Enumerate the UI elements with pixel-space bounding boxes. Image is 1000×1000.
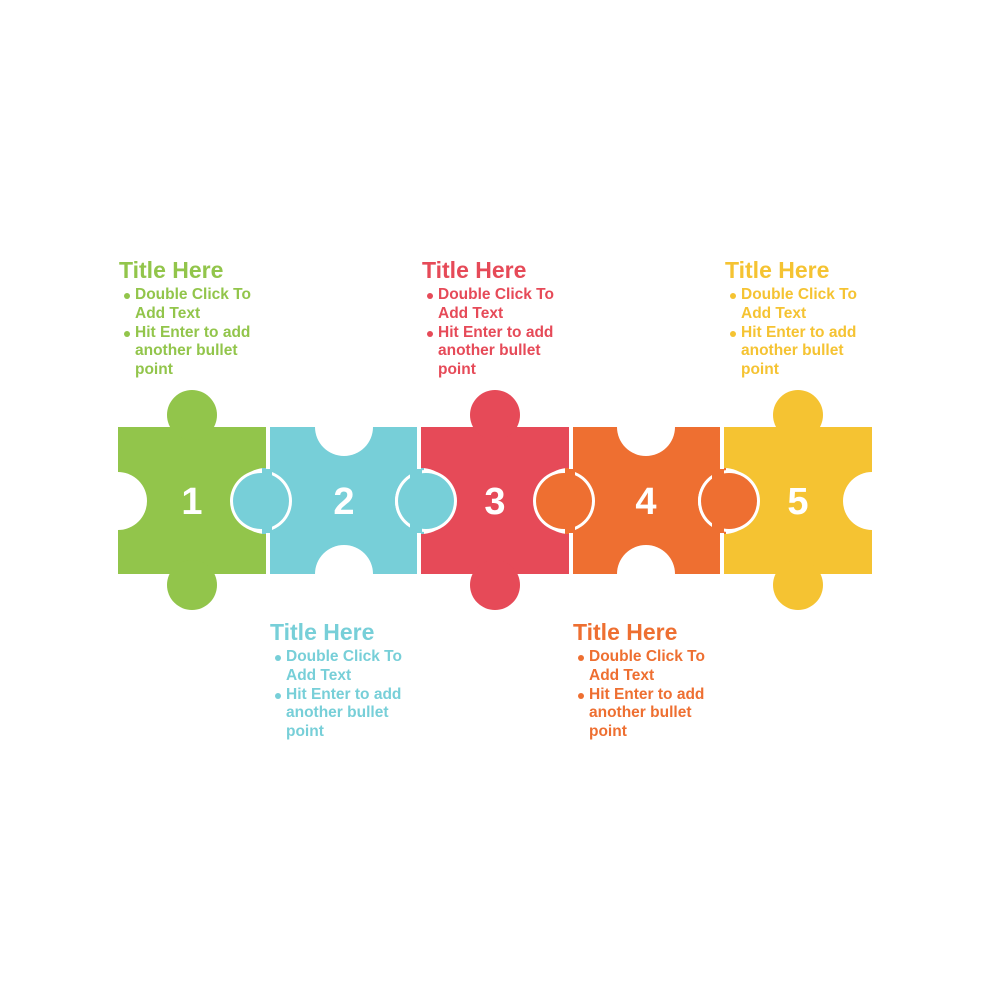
- bullet-dot-icon: [427, 330, 433, 337]
- bullet-dot-icon: [275, 692, 281, 699]
- bullet-dot-icon: [730, 330, 736, 337]
- step-1-text: Title Here Double Click To Add Text Hit …: [119, 256, 289, 380]
- step-4-title[interactable]: Title Here: [573, 619, 678, 645]
- step-2-title[interactable]: Title Here: [270, 619, 375, 645]
- piece-number-5: 5: [787, 481, 808, 523]
- step-4-bullets: Double Click To Add Text Hit Enter to ad…: [573, 648, 743, 742]
- piece-number-4: 4: [635, 481, 656, 523]
- step-4-bullet-1[interactable]: Double Click To Add Text: [578, 648, 729, 686]
- connector-3-4: [569, 427, 573, 574]
- connector-1-2: [266, 427, 270, 574]
- piece-number-1: 1: [181, 481, 202, 523]
- step-3-title[interactable]: Title Here: [422, 257, 527, 283]
- step-2-bullet-1[interactable]: Double Click To Add Text: [275, 648, 426, 686]
- piece-number-2: 2: [333, 481, 354, 523]
- step-3-bullet-2[interactable]: Hit Enter to add another bullet point: [427, 324, 578, 380]
- piece-number-3: 3: [484, 481, 505, 523]
- step-3-bullets: Double Click To Add Text Hit Enter to ad…: [422, 286, 592, 380]
- step-1-bullet-1[interactable]: Double Click To Add Text: [124, 286, 275, 324]
- bullet-dot-icon: [427, 293, 433, 299]
- bullet-dot-icon: [124, 330, 130, 337]
- step-5-text: Title Here Double Click To Add Text Hit …: [725, 256, 895, 380]
- step-4-bullet-2[interactable]: Hit Enter to add another bullet point: [578, 686, 729, 742]
- bullet-dot-icon: [275, 655, 281, 661]
- step-5-bullets: Double Click To Add Text Hit Enter to ad…: [725, 286, 895, 380]
- step-1-bullet-2[interactable]: Hit Enter to add another bullet point: [124, 324, 275, 380]
- step-1-title[interactable]: Title Here: [119, 257, 224, 283]
- step-2-text: Title Here Double Click To Add Text Hit …: [270, 618, 440, 742]
- step-4-text: Title Here Double Click To Add Text Hit …: [573, 618, 743, 742]
- step-2-bullet-2[interactable]: Hit Enter to add another bullet point: [275, 686, 426, 742]
- step-5-bullet-1[interactable]: Double Click To Add Text: [730, 286, 881, 324]
- bullet-dot-icon: [730, 293, 736, 299]
- bullet-dot-icon: [578, 692, 584, 699]
- bullet-dot-icon: [578, 655, 584, 661]
- connector-4-5: [698, 427, 760, 574]
- step-2-bullets: Double Click To Add Text Hit Enter to ad…: [270, 648, 440, 742]
- step-3-bullet-1[interactable]: Double Click To Add Text: [427, 286, 578, 324]
- step-5-bullet-2[interactable]: Hit Enter to add another bullet point: [730, 324, 881, 380]
- step-1-bullets: Double Click To Add Text Hit Enter to ad…: [119, 286, 289, 380]
- connector-2-3: [395, 427, 457, 574]
- step-3-text: Title Here Double Click To Add Text Hit …: [422, 256, 592, 380]
- step-5-title[interactable]: Title Here: [725, 257, 830, 283]
- bullet-dot-icon: [124, 293, 130, 299]
